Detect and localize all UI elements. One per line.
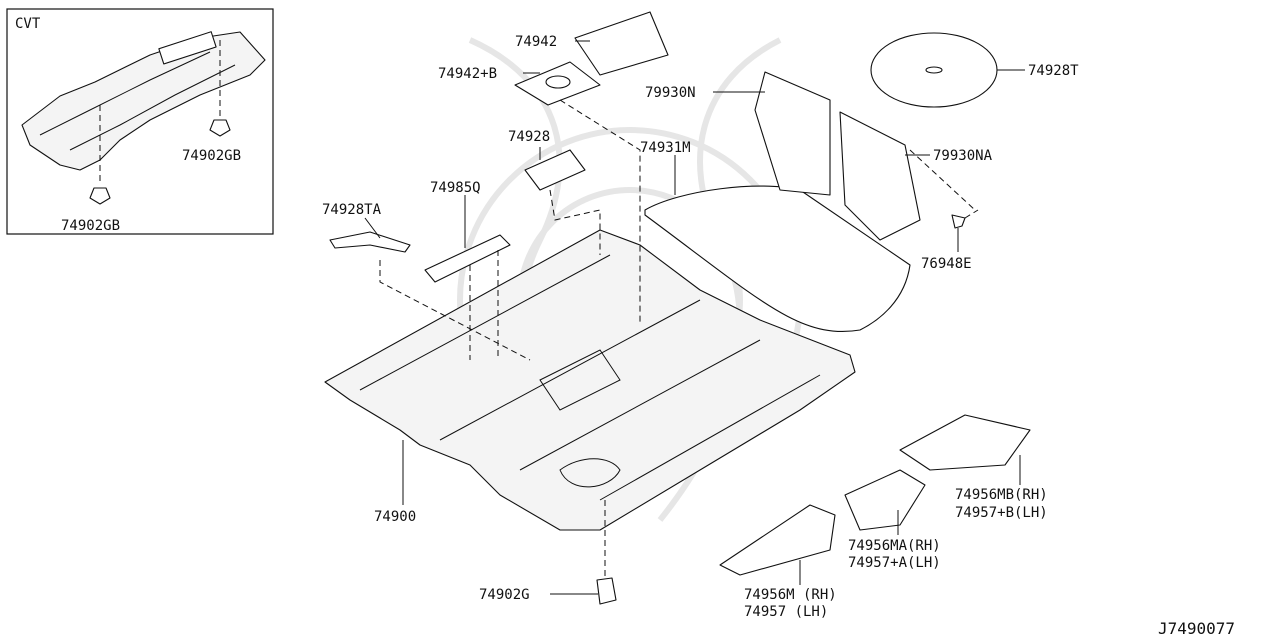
- callout-74956m: 74956M (RH): [744, 587, 837, 603]
- callout-74985q: 74985Q: [430, 180, 481, 196]
- callout-74956mb: 74956MB(RH): [955, 487, 1048, 503]
- callout-74902gb-upper: 74902GB: [182, 148, 241, 164]
- callout-79930na: 79930NA: [933, 148, 993, 164]
- inset-title: CVT: [15, 16, 41, 32]
- clip-74902gb-upper: [209, 119, 231, 137]
- panel-79930na: [839, 111, 921, 241]
- holder-74985q: [424, 234, 511, 283]
- clip-74902g: [596, 577, 617, 605]
- callout-74956ma: 74956MA(RH): [848, 538, 941, 554]
- bracket-74928ta: [329, 231, 411, 253]
- cover-74956m: [719, 504, 836, 576]
- callout-74902gb-lower: 74902GB: [61, 218, 120, 234]
- callout-74957a: 74957+A(LH): [848, 555, 941, 571]
- floor-carpet-74900: [324, 229, 856, 531]
- callout-76948e: 76948E: [921, 256, 972, 272]
- callout-74942b: 74942+B: [438, 66, 497, 82]
- cvt-floor-cover: [21, 31, 266, 171]
- leader-lines: [364, 40, 1025, 595]
- callout-74902g: 74902G: [479, 587, 530, 603]
- callout-74931m: 74931M: [640, 140, 691, 156]
- callout-74928: 74928: [508, 129, 550, 145]
- callout-74942: 74942: [515, 34, 557, 50]
- clip-74902gb-lower: [89, 187, 111, 205]
- assembly-lines: [379, 99, 976, 580]
- callout-79930n: 79930N: [645, 85, 696, 101]
- callout-74900: 74900: [374, 509, 416, 525]
- diagram-id: J7490077: [1158, 619, 1235, 638]
- cover-74956mb: [899, 414, 1031, 471]
- callout-74928ta: 74928TA: [322, 202, 382, 218]
- pad-74928: [524, 149, 586, 191]
- pad-74942: [574, 11, 669, 76]
- callout-74928t: 74928T: [1028, 63, 1079, 79]
- panel-79930n: [754, 71, 831, 196]
- floor-carpet-shape: [324, 229, 856, 531]
- cvt-inset: CVT 74902GB 74902GB: [6, 8, 274, 235]
- callout-74957: 74957 (LH): [744, 604, 828, 620]
- cover-74956ma: [844, 469, 926, 531]
- callout-74957b: 74957+B(LH): [955, 505, 1048, 521]
- clip-76948e: [951, 214, 966, 229]
- rear-carpet-74931m: [644, 185, 911, 333]
